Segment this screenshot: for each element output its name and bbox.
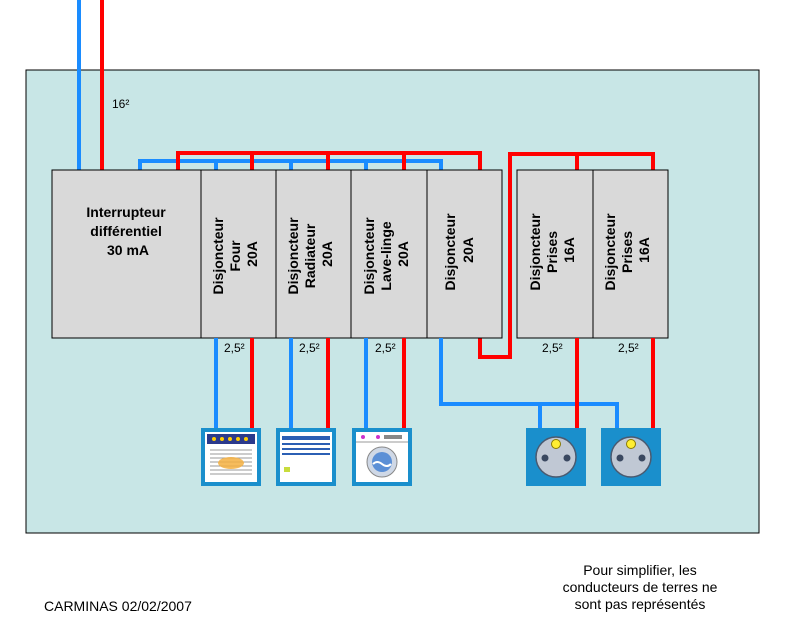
cable-section-label: 2,5² bbox=[375, 341, 396, 355]
socket-icon bbox=[601, 428, 661, 486]
radiator-icon bbox=[276, 428, 336, 486]
breaker-20a: Disjoncteur 20A bbox=[426, 169, 503, 339]
svg-text:Disjoncteur Prises: Disjoncteur Prises 16A bbox=[527, 210, 577, 291]
socket-icon bbox=[526, 428, 586, 486]
cable-section-label: 2,5² bbox=[299, 341, 320, 355]
breaker-prises-1: Disjoncteur Prises 16A bbox=[516, 169, 594, 339]
breaker-four: Disjoncteur Four 20A bbox=[200, 169, 277, 339]
phase-busbar bbox=[176, 151, 482, 170]
rcd-module: Interrupteur différentiel 30 mA bbox=[51, 169, 202, 339]
note-line: sont pas représentés bbox=[574, 596, 706, 612]
outlet-phase-feed bbox=[478, 152, 655, 359]
svg-text:Disjoncteur Prises: Disjoncteur Prises 16A bbox=[602, 210, 652, 291]
appliance-cables bbox=[214, 338, 655, 428]
neutral-busbar bbox=[138, 159, 443, 170]
note-line: Pour simplifier, les bbox=[583, 562, 697, 578]
svg-text:Disjoncteur 20A: Disjoncteur 20A bbox=[442, 210, 476, 291]
breaker-prises-2: Disjoncteur Prises 16A bbox=[592, 169, 669, 339]
note-line: conducteurs de terres ne bbox=[562, 579, 718, 595]
washing-machine-icon bbox=[352, 428, 412, 486]
earth-conductors-note: Pour simplifier, les conducteurs de terr… bbox=[540, 562, 740, 613]
cable-section-label: 2,5² bbox=[224, 341, 245, 355]
svg-text:Disjoncteur Lave-linge: Disjoncteur Lave-linge 20A bbox=[361, 214, 411, 295]
author-credit: CARMINAS 02/02/2007 bbox=[44, 598, 192, 614]
breaker-lave-linge: Disjoncteur Lave-linge 20A bbox=[350, 169, 428, 339]
main-supply-cables bbox=[77, 0, 104, 170]
main-section-label: 16² bbox=[112, 97, 129, 111]
breaker-radiateur: Disjoncteur Radiateur 20A bbox=[275, 169, 352, 339]
svg-text:Interrupteur différentie: Interrupteur différentiel 30 mA bbox=[86, 204, 169, 258]
cable-section-label: 2,5² bbox=[542, 341, 563, 355]
oven-icon bbox=[201, 428, 261, 486]
cable-section-label: 2,5² bbox=[618, 341, 639, 355]
svg-text:Disjoncteur Four 2: Disjoncteur Four 20A bbox=[210, 214, 260, 295]
svg-text:Disjoncteur Radiateur: Disjoncteur Radiateur 20A bbox=[285, 214, 335, 295]
